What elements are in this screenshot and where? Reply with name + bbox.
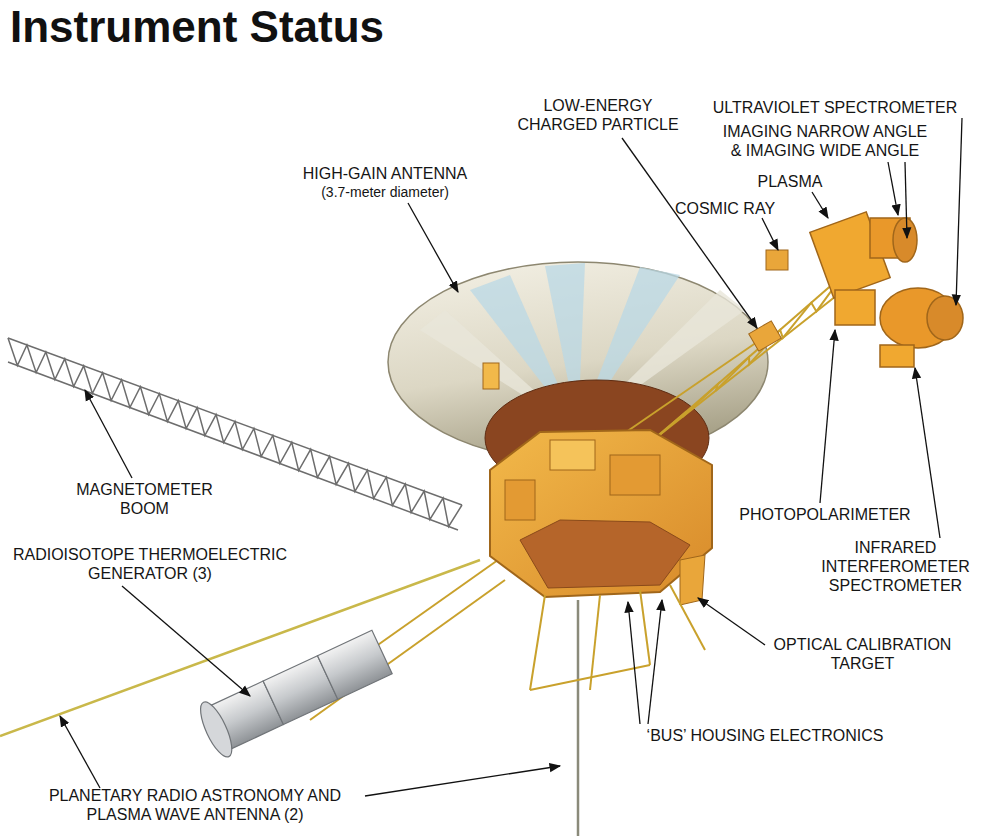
part-label: COSMIC RAY bbox=[670, 199, 780, 218]
rtg bbox=[194, 625, 394, 761]
diagram-title: Instrument Status bbox=[10, 2, 384, 52]
boom-edge bbox=[8, 362, 458, 530]
scan-platform bbox=[810, 212, 963, 367]
leg bbox=[640, 590, 650, 665]
part-label: MAGNETOMETER BOOM bbox=[72, 480, 217, 518]
leader-line bbox=[122, 586, 250, 696]
radio-antenna bbox=[577, 600, 580, 836]
bus-body bbox=[490, 430, 712, 597]
lecp-instrument bbox=[749, 321, 782, 351]
part-label: IMAGING NARROW ANGLE & IMAGING WIDE ANGL… bbox=[719, 122, 931, 160]
bus-panel bbox=[610, 455, 660, 495]
leader-line bbox=[698, 598, 765, 645]
leader-lines bbox=[60, 118, 962, 796]
part-label: (3.7-meter diameter) bbox=[290, 183, 480, 202]
leader-line bbox=[408, 203, 458, 292]
part-label: OPTICAL CALIBRATION TARGET bbox=[760, 635, 965, 673]
leg bbox=[530, 665, 650, 690]
bus-panel bbox=[550, 440, 595, 470]
part-label: PLASMA bbox=[740, 172, 840, 191]
leader-line bbox=[622, 138, 757, 328]
bus-underside bbox=[520, 520, 690, 588]
leader-line bbox=[820, 330, 835, 503]
leader-line bbox=[915, 368, 940, 538]
feed-support bbox=[483, 363, 499, 389]
leg bbox=[530, 595, 545, 690]
high-gain-antenna bbox=[388, 262, 768, 496]
bus-panel bbox=[505, 480, 535, 520]
part-label: INFRARED INTERFEROMETER SPECTROMETER bbox=[818, 538, 973, 595]
leader-line bbox=[762, 218, 778, 250]
leader-line bbox=[812, 192, 828, 218]
part-label: PLANETARY RADIO ASTRONOMY AND PLASMA WAV… bbox=[40, 786, 350, 824]
leg bbox=[670, 585, 705, 650]
part-label: PHOTOPOLARIMETER bbox=[730, 505, 920, 524]
leader-line bbox=[648, 600, 662, 724]
part-label: LOW-ENERGY CHARGED PARTICLE bbox=[513, 96, 683, 134]
part-label: RADIOISOTOPE THERMOELECTRIC GENERATOR (3… bbox=[8, 545, 292, 583]
bus-legs bbox=[530, 585, 705, 690]
rtg-unit bbox=[318, 630, 393, 699]
photopolarimeter bbox=[835, 290, 875, 325]
leader-line bbox=[85, 390, 132, 478]
leader-line bbox=[888, 162, 898, 215]
leader-line bbox=[956, 118, 962, 305]
uvs-instrument bbox=[927, 296, 963, 340]
rtg-end bbox=[194, 698, 237, 761]
leader-line bbox=[905, 162, 907, 238]
optical-calibration-target bbox=[680, 555, 705, 605]
bus bbox=[490, 430, 712, 605]
leader-line bbox=[628, 602, 640, 724]
part-label: ‘BUS’ HOUSING ELECTRONICS bbox=[620, 726, 910, 745]
camera-lens bbox=[893, 218, 917, 262]
truss-edge bbox=[310, 580, 505, 720]
cosmic-ray-instrument bbox=[766, 250, 788, 270]
leader-line bbox=[365, 766, 560, 796]
part-label: ULTRAVIOLET SPECTROMETER bbox=[690, 98, 980, 117]
part-label: HIGH-GAIN ANTENNA bbox=[290, 164, 480, 183]
leader-line bbox=[60, 716, 100, 788]
iris-body bbox=[880, 345, 914, 367]
truss-edge bbox=[300, 555, 505, 700]
